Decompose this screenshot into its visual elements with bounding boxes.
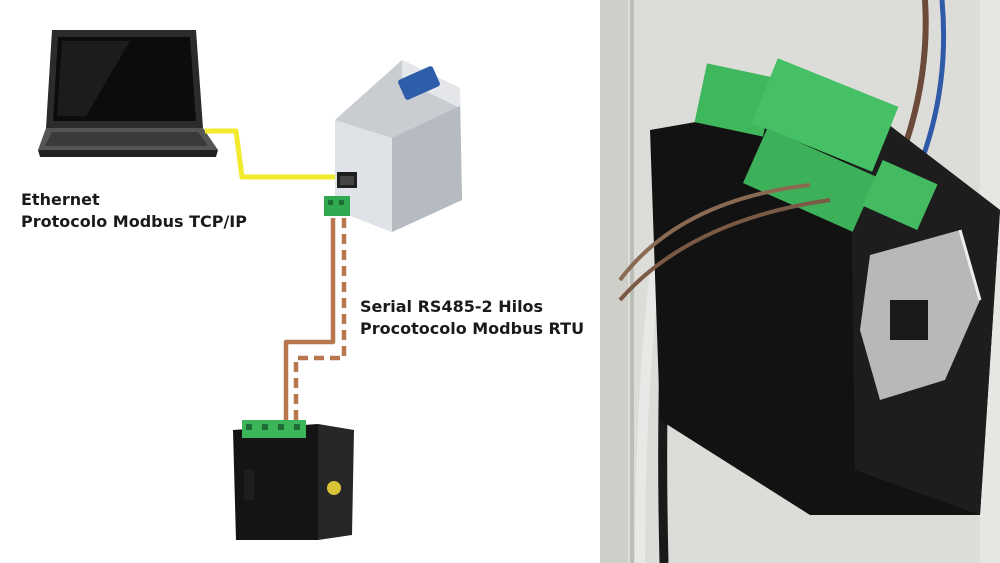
serial-label-line2: Procotocolo Modbus RTU xyxy=(360,319,585,338)
installation-photo xyxy=(600,0,1000,563)
serial-label-line1: Serial RS485-2 Hilos xyxy=(360,297,544,316)
ethernet-label: Ethernet Protocolo Modbus TCP/IP xyxy=(21,189,247,233)
serial-gateway-device xyxy=(324,60,462,232)
power-meter-device xyxy=(233,420,354,540)
ethernet-label-line2: Protocolo Modbus TCP/IP xyxy=(21,212,247,231)
serial-cable-dashed xyxy=(293,218,347,432)
serial-label: Serial RS485-2 Hilos Procotocolo Modbus … xyxy=(360,296,584,340)
laptop-icon xyxy=(38,30,218,157)
serial-cable-solid xyxy=(283,218,336,432)
ethernet-cable xyxy=(205,128,338,180)
ethernet-label-line1: Ethernet xyxy=(21,190,100,209)
network-diagram xyxy=(38,30,462,540)
